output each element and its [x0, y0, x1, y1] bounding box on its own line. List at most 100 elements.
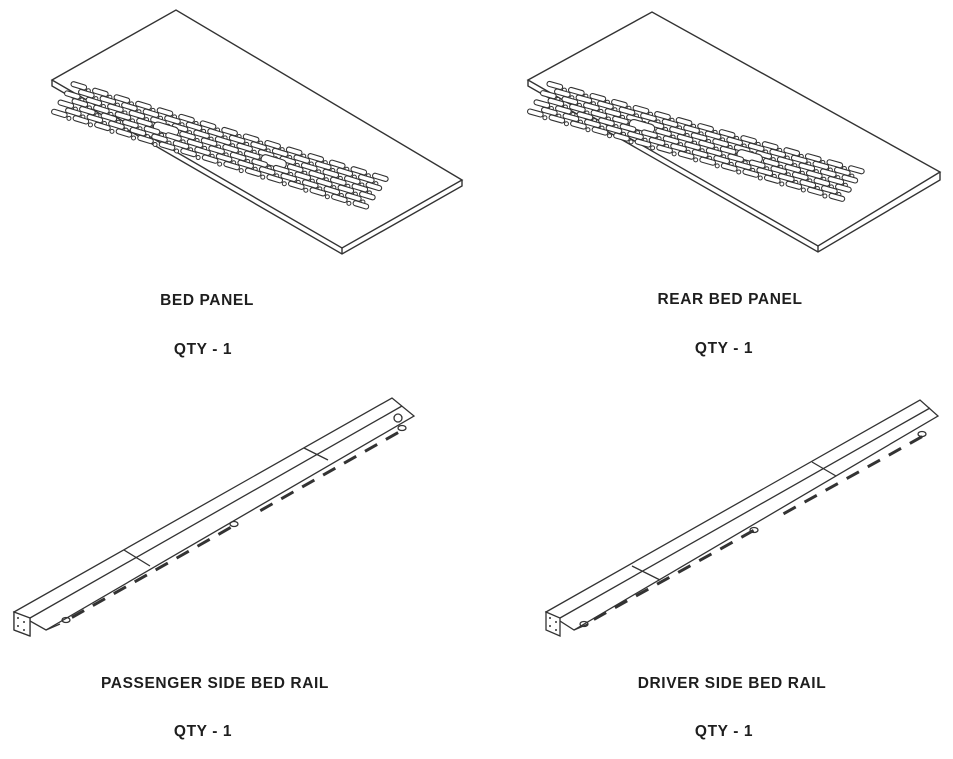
- panel-hole: [542, 115, 548, 121]
- panel-slot: [569, 103, 586, 113]
- rail-slot: [867, 458, 881, 469]
- panel-slot: [99, 95, 117, 105]
- panel-slot: [769, 148, 787, 158]
- panel-slot: [322, 168, 340, 179]
- panel-slot: [821, 185, 838, 195]
- passenger-rail-qty: QTY - 1: [173, 723, 233, 740]
- panel-slot: [527, 108, 544, 118]
- panel-slot: [214, 136, 232, 146]
- rail-slot: [698, 552, 713, 563]
- panel-hole: [671, 151, 677, 157]
- panel-slot: [314, 160, 332, 171]
- panel-slot: [819, 168, 837, 178]
- panel-slot: [300, 162, 318, 172]
- panel-slot: [570, 120, 587, 130]
- panel-slot: [684, 141, 701, 151]
- panel-slot: [567, 86, 585, 96]
- panel-slot: [776, 156, 794, 166]
- panel-slot: [200, 137, 218, 147]
- panel-slot: [634, 138, 652, 148]
- panel-slot: [186, 138, 204, 149]
- panel-slot: [736, 149, 763, 164]
- rail-slot: [888, 447, 902, 457]
- panel-hole: [628, 139, 634, 145]
- panel-slot: [136, 117, 153, 128]
- panel-slot: [690, 132, 708, 142]
- panel-slot: [179, 130, 196, 141]
- panel-slot: [847, 165, 865, 175]
- panel-hole: [800, 187, 806, 193]
- panel-slot: [783, 147, 801, 157]
- panel-slot: [720, 162, 738, 172]
- panel-slot: [762, 157, 780, 168]
- panel-slot: [351, 183, 369, 193]
- panel-slot: [185, 121, 203, 131]
- panel-slot: [308, 170, 326, 180]
- part-driver-side-bed-rail: DRIVER SIDE BED RAIL QTY - 1: [476, 380, 953, 759]
- rail-slot: [322, 466, 337, 477]
- panel-slot: [152, 121, 180, 137]
- panel-slot: [345, 192, 362, 202]
- rail-slot: [803, 493, 818, 504]
- panel-slot: [365, 181, 383, 192]
- panel-slot: [113, 94, 131, 104]
- rail-slot: [656, 576, 671, 586]
- panel-slot: [260, 154, 287, 170]
- panel-slot: [727, 153, 745, 163]
- panel-slot: [828, 192, 846, 202]
- panel-slot: [555, 105, 572, 115]
- panel-slot: [812, 160, 830, 170]
- panel-slot: [180, 147, 197, 158]
- rail-slot: [133, 573, 148, 584]
- panel-hole: [217, 161, 223, 167]
- panel-slot: [698, 139, 715, 149]
- panel-slot: [619, 123, 637, 133]
- panel-slot: [604, 108, 622, 118]
- panel-slot: [237, 159, 254, 169]
- rail-slot: [175, 549, 190, 560]
- rail-slot: [113, 585, 127, 596]
- panel-slot: [264, 139, 281, 150]
- panel-slot: [108, 120, 125, 130]
- panel-slot: [613, 132, 630, 142]
- panel-slot: [747, 142, 765, 152]
- panel-slot: [142, 108, 160, 118]
- panel-hole: [174, 148, 180, 154]
- panel-slot: [548, 114, 566, 124]
- panel-slot: [336, 167, 354, 177]
- panel-slot: [734, 161, 752, 171]
- passenger-rail-drawing: [12, 397, 416, 637]
- driver-rail-drawing: [544, 399, 940, 637]
- panel-slot: [676, 133, 694, 143]
- panel-slot: [121, 102, 138, 112]
- panel-hole: [260, 174, 266, 180]
- panel-slot: [285, 146, 303, 156]
- panel-slot: [221, 126, 238, 137]
- bed-panel-label: BED PANEL: [160, 292, 254, 309]
- panel-slot: [611, 98, 628, 109]
- panel-slot: [661, 118, 679, 128]
- panel-slot: [309, 187, 327, 197]
- panel-slot: [85, 96, 103, 107]
- panel-slot: [272, 164, 290, 175]
- panel-slot: [86, 113, 104, 124]
- panel-slot: [562, 112, 580, 122]
- part-rear-bed-panel: REAR BED PANEL QTY - 1: [476, 0, 953, 380]
- panel-slot: [740, 135, 757, 145]
- panel-slot: [372, 172, 389, 182]
- panel-slot: [697, 123, 714, 133]
- panel-slot: [807, 186, 824, 196]
- panel-slot: [359, 191, 376, 201]
- panel-slot: [712, 138, 729, 148]
- panel-slot: [287, 180, 305, 190]
- panel-hole: [324, 194, 330, 200]
- panel-slot: [222, 143, 239, 154]
- bed-panel-drawing: [50, 9, 464, 255]
- panel-slot: [315, 177, 333, 188]
- panel-hole: [693, 157, 699, 163]
- panel-slot: [72, 115, 90, 125]
- panel-slot: [266, 174, 284, 184]
- panel-slot: [151, 133, 168, 143]
- panel-slot: [748, 159, 766, 169]
- panel-slot: [223, 161, 240, 171]
